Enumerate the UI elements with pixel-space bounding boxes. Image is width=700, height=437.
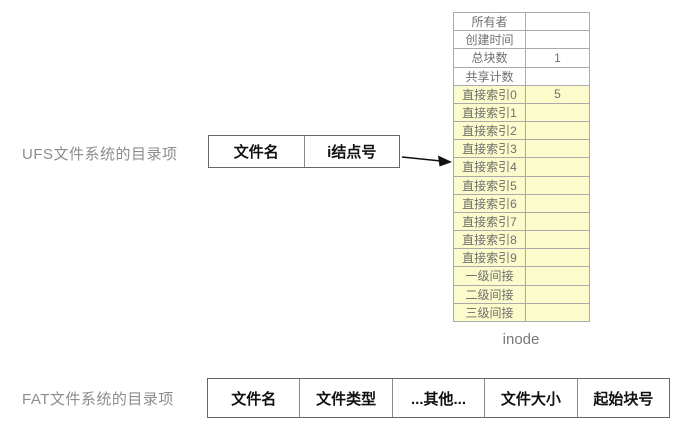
inode-field-value: [525, 266, 590, 286]
inode-row: 三级间接: [453, 302, 590, 323]
inode-field-label: 直接索引2: [453, 121, 526, 141]
inode-field-label: 直接索引0: [453, 84, 526, 104]
inode-row: 直接索引5: [453, 175, 590, 195]
inode-field-value: [525, 30, 590, 50]
inode-field-value: [525, 121, 590, 141]
inode-row: 一级间接: [453, 266, 590, 286]
inode-caption: inode: [502, 331, 540, 348]
inode-field-label: 共享计数: [453, 66, 526, 86]
inode-row: 直接索引6: [453, 193, 590, 213]
inode-field-label: 所有者: [453, 11, 526, 32]
inode-row: 所有者: [453, 11, 590, 32]
inode-field-value: [525, 211, 590, 232]
inode-field-value: 1: [525, 48, 590, 68]
fat-entry-cell-0: 文件名: [231, 390, 277, 408]
ufs-entry-label: UFS文件系统的目录项: [22, 146, 178, 163]
inode-row: 创建时间: [453, 30, 590, 50]
inode-field-label: 创建时间: [453, 30, 526, 50]
fat-entry-cell-1: 文件类型: [299, 379, 391, 417]
inode-field-value: [525, 102, 590, 123]
inode-field-value: [525, 230, 590, 250]
inode-field-value: [525, 66, 590, 86]
inode-field-label: 直接索引5: [453, 175, 526, 195]
inode-row: 直接索引3: [453, 139, 590, 159]
ufs-entry-cell-0: 文件名: [233, 144, 279, 161]
inode-row: 直接索引8: [453, 230, 590, 250]
ufs-directory-entry-box: 文件名 i结点号: [208, 135, 400, 168]
inode-field-value: [525, 11, 590, 32]
inode-row: 直接索引4: [453, 157, 590, 177]
fat-entry-label: FAT文件系统的目录项: [22, 391, 174, 408]
inode-field-value: [525, 175, 590, 195]
inode-field-label: 直接索引6: [453, 193, 526, 213]
inode-field-label: 直接索引8: [453, 230, 526, 250]
fat-entry-cell-2: ...其他...: [391, 379, 484, 417]
inode-field-value: [525, 248, 590, 268]
inode-field-value: [525, 302, 590, 323]
inode-field-label: 直接索引1: [453, 102, 526, 123]
inode-row: 二级间接: [453, 284, 590, 304]
inode-row: 直接索引1: [453, 102, 590, 123]
inode-field-value: [525, 284, 590, 304]
inode-field-label: 直接索引9: [453, 248, 526, 268]
inode-row: 直接索引9: [453, 248, 590, 268]
inode-field-value: 5: [525, 84, 590, 104]
inode-row: 直接索引2: [453, 121, 590, 141]
ufs-entry-cell-1: i结点号: [303, 136, 400, 167]
inode-field-label: 直接索引3: [453, 139, 526, 159]
inode-field-label: 直接索引7: [453, 211, 526, 232]
inode-row: 直接索引7: [453, 211, 590, 232]
inode-field-label: 一级间接: [453, 266, 526, 286]
inode-row: 共享计数: [453, 66, 590, 86]
fat-entry-cell-4: 起始块号: [576, 379, 669, 417]
inode-field-label: 三级间接: [453, 302, 526, 323]
inode-field-value: [525, 193, 590, 213]
fat-directory-entry-box: 文件名 文件类型...其他...文件大小起始块号: [207, 378, 670, 418]
fat-entry-cell-3: 文件大小: [484, 379, 576, 417]
inode-field-value: [525, 139, 590, 159]
inode-field-label: 二级间接: [453, 284, 526, 304]
inode-field-label: 直接索引4: [453, 157, 526, 177]
inode-field-label: 总块数: [453, 48, 526, 68]
inode-field-value: [525, 157, 590, 177]
